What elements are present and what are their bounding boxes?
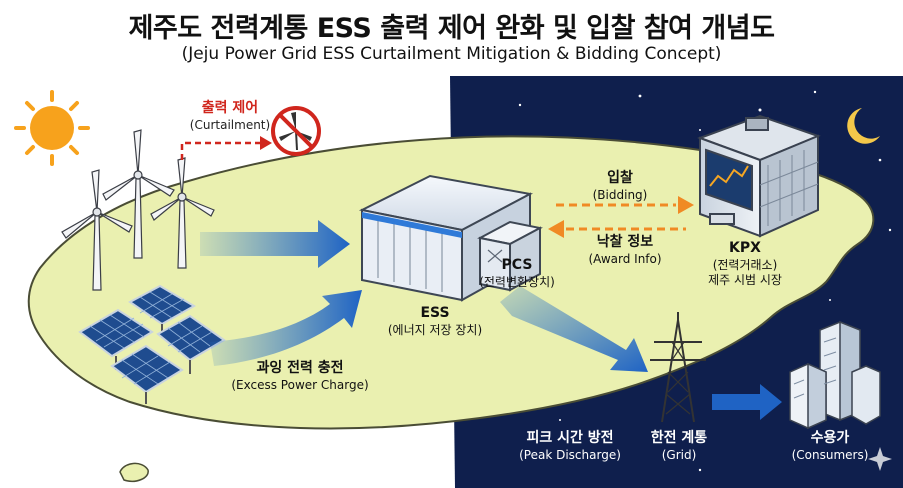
consumers-label: 수용가 (Consumers) — [791, 430, 869, 462]
wind-turbine-icon — [102, 129, 175, 259]
grid-to-consumers-arrow — [712, 384, 782, 420]
stars — [479, 90, 892, 472]
consumer-buildings-icon — [789, 320, 881, 430]
curtailment-arrow — [180, 141, 262, 160]
solar-panel-icon — [156, 314, 226, 374]
curtailment-arrow-head — [260, 136, 272, 150]
page-subtitle: (Jeju Power Grid ESS Curtailment Mitigat… — [181, 44, 722, 64]
pcs-label: PCS (전력변환장치) — [479, 257, 555, 289]
kpx-building-icon — [697, 114, 821, 238]
wind-turbine-icon — [150, 157, 215, 269]
wind-charge-arrow — [200, 220, 350, 268]
pcs-unit-icon — [477, 220, 543, 292]
wind-turbine-icon — [61, 169, 133, 291]
peak-discharge-arrow — [500, 286, 648, 372]
solar-panel-icon — [110, 344, 184, 404]
bidding-label: 입찰 (Bidding) — [592, 170, 648, 202]
curtailment-label: 출력 제어 (Curtailment) — [189, 100, 271, 132]
peak-discharge-label: 피크 시간 방전 (Peak Discharge) — [519, 430, 621, 462]
no-wind-turbine-icon — [271, 106, 321, 156]
award-arrow-head — [548, 220, 564, 238]
kpx-label: KPX (전력거래소) 제주 시범 시장 — [708, 240, 782, 287]
sun-icon — [14, 90, 90, 166]
sparkle-icon — [868, 447, 892, 471]
excess-charge-label: 과잉 전력 충전 (Excess Power Charge) — [231, 360, 369, 392]
page-title: 제주도 전력계통 ESS 출력 제어 완화 및 입찰 참여 개념도 — [128, 13, 775, 44]
moon-icon — [847, 108, 880, 144]
transmission-tower-icon — [650, 312, 706, 423]
bidding-arrow-head — [678, 196, 694, 214]
grid-label: 한전 계통 (Grid) — [650, 430, 708, 462]
ess-label: ESS (에너지 저장 장치) — [387, 305, 483, 337]
small-island — [119, 462, 149, 482]
solar-charge-arrow — [210, 290, 362, 366]
solar-panel-icon — [78, 308, 154, 370]
award-info-label: 낙찰 정보 (Award Info) — [588, 234, 662, 266]
